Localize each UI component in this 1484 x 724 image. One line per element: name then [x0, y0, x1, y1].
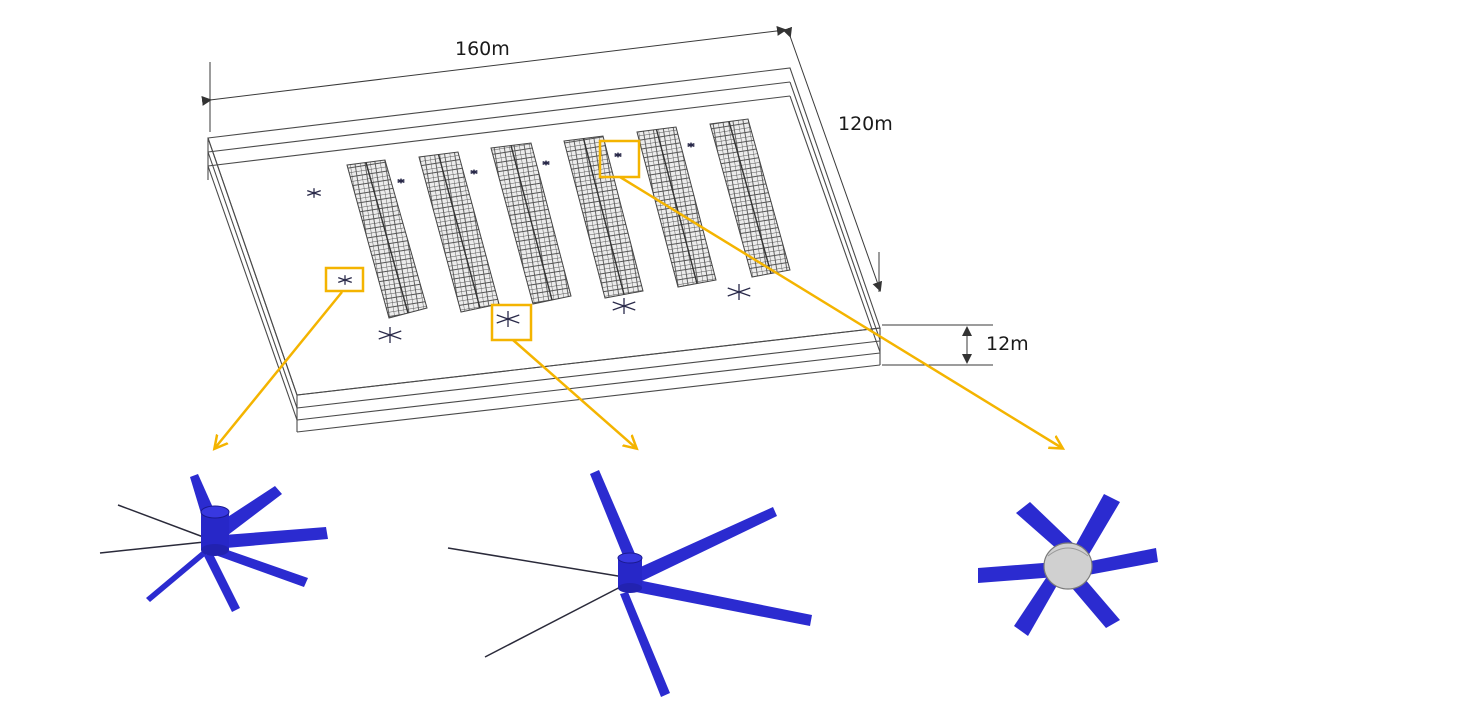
- asterisk-fan-icon: [397, 178, 405, 184]
- callout-arrow-left: [215, 291, 343, 448]
- asterisk-fan-icon: [470, 169, 478, 175]
- height-dimension: 12m: [882, 324, 1029, 366]
- rack-row-divider: [510, 145, 553, 301]
- callout-box-right: [598, 139, 641, 179]
- callout-box-middle: [490, 303, 533, 342]
- rack-rows: [346, 118, 791, 319]
- width-label: 120m: [838, 113, 893, 135]
- asterisk-fan-icon: [614, 152, 622, 158]
- callouts: [215, 139, 1062, 448]
- hvls-fan-icon: [99, 474, 328, 612]
- floor-fans: [307, 142, 751, 343]
- rack-row-divider: [437, 154, 481, 309]
- length-dimension: 160m: [201, 26, 787, 132]
- asterisk-fan-icon: [612, 298, 636, 314]
- asterisk-fan-icon: [378, 327, 402, 343]
- hvls-fan-large-icon: [447, 470, 812, 697]
- callout-arrow-middle: [512, 339, 636, 448]
- asterisk-fan-icon: [496, 311, 520, 327]
- asterisk-fan-icon: [307, 188, 321, 198]
- height-label: 12m: [986, 333, 1029, 355]
- rack-row-divider: [728, 121, 772, 274]
- round-hub-fan-icon: [978, 494, 1158, 636]
- callout-box-left: [324, 266, 365, 293]
- asterisk-fan-icon: [338, 275, 352, 285]
- asterisk-fan-icon: [687, 142, 695, 148]
- asterisk-fan-icon: [542, 160, 550, 166]
- length-label: 160m: [455, 38, 510, 60]
- rack-row-divider: [582, 138, 625, 295]
- width-dimension: 120m: [782, 26, 893, 292]
- asterisk-fan-icon: [727, 284, 751, 300]
- callout-arrow-right: [619, 175, 1062, 448]
- rack-row-divider: [365, 162, 409, 314]
- rack-row-divider: [655, 129, 698, 284]
